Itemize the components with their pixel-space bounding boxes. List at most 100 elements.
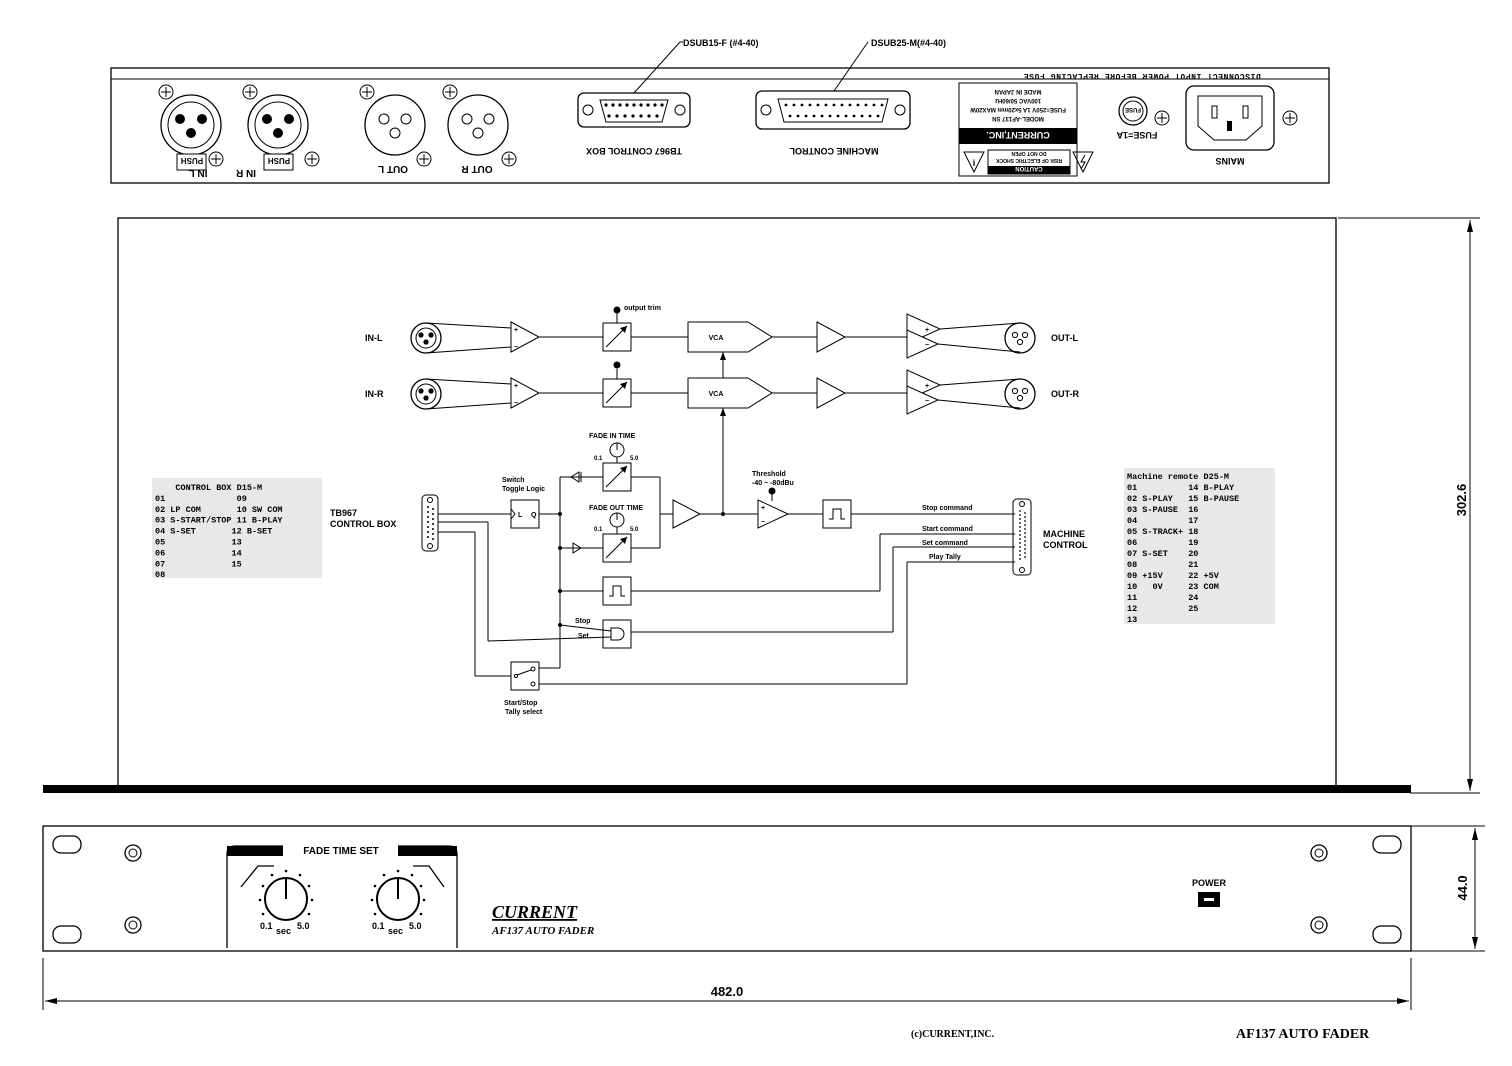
fade-in-pot	[602, 462, 632, 492]
toggle-logic-label: Toggle Logic	[502, 486, 545, 493]
svg-text:302.6: 302.6	[1454, 484, 1469, 517]
fade-out-curve-icon	[413, 865, 445, 888]
tb967-rear-label: TB967 CONTROL BOX	[586, 146, 682, 156]
in-r-input-amp	[510, 377, 541, 409]
fade-out-knob-max: 5.0	[409, 921, 422, 931]
out-r-label: OUT R	[461, 163, 493, 174]
drawing-title: AF137 AUTO FADER	[1236, 1027, 1370, 1042]
svg-text:+: +	[925, 383, 929, 390]
in-r-push-label: PUSH	[268, 156, 290, 165]
svg-text:CURRENT,INC.: CURRENT,INC.	[986, 130, 1050, 140]
copyright-text: (c)CURRENT,INC.	[911, 1029, 995, 1040]
output-trim-label: output trim	[624, 305, 661, 312]
set-gate	[602, 619, 632, 649]
out-l-xlr-symbol	[1004, 322, 1036, 354]
fade-in-knob[interactable]	[264, 877, 308, 921]
pin-table-row: 01 09	[155, 494, 247, 504]
width-dimension: 482.0	[42, 958, 1412, 1010]
svg-text:PUSH: PUSH	[181, 156, 203, 165]
pin-table-row: 08 21	[1127, 560, 1198, 570]
pin-table-row: 09 +15V 22 +5V	[1127, 571, 1220, 581]
tally-select-label-1: Start/Stop	[504, 700, 537, 707]
pin-table-row: 07 S-SET 20	[1127, 549, 1198, 559]
mains-label: MAINS	[1216, 156, 1245, 166]
machine-control-connector-symbol	[1012, 498, 1032, 576]
svg-text:44.0: 44.0	[1455, 875, 1470, 900]
svg-text:L: L	[518, 512, 523, 519]
pin-table-row: 02 S-PLAY 15 B-PAUSE	[1127, 494, 1239, 504]
power-label: POWER	[1192, 878, 1227, 888]
pin-table-row: 04 S-SET 12 B-SET	[155, 527, 272, 537]
fuse-warning-text: DISCONNECT INPUT POWER BEFORE REPLACING …	[1023, 71, 1261, 80]
pin-table-row: 04 17	[1127, 516, 1198, 526]
attention-icon	[963, 151, 985, 174]
out-l-driver-minus	[906, 329, 940, 359]
svg-text:−: −	[514, 344, 518, 351]
fade-in-knob-min: 0.1	[260, 921, 273, 931]
dsub15-callout: DSUB15-F (#4-40)	[683, 38, 759, 48]
height-dimension: 44.0	[1411, 825, 1485, 952]
pin-table-row: 03 S-PAUSE 16	[1127, 505, 1198, 515]
pin-table-row: 07 15	[155, 559, 242, 569]
vca-right	[687, 377, 773, 409]
threshold-range-label: -40 ~ -80dBu	[752, 480, 794, 487]
svg-text:Q: Q	[531, 512, 537, 519]
svg-text:−: −	[925, 342, 929, 349]
svg-text:+: +	[925, 327, 929, 334]
svg-text:5.0: 5.0	[630, 456, 639, 462]
in-l-input-amp	[510, 321, 541, 353]
fade-in-time-label: FADE IN TIME	[589, 433, 636, 440]
tally-select-switch	[510, 661, 540, 691]
xlr-out-r-jack	[442, 84, 517, 167]
fade-out-scale-dots	[370, 869, 426, 916]
svg-text:IN L: IN L	[189, 167, 208, 178]
fade-time-set-label: FADE TIME SET	[303, 846, 379, 857]
fade-out-knob-min: 0.1	[372, 921, 385, 931]
svg-text:100VAC 50/60Hz: 100VAC 50/60Hz	[995, 97, 1041, 103]
svg-text:MACHINE CONTROL: MACHINE CONTROL	[789, 146, 878, 156]
xlr-out-l-jack	[359, 84, 432, 167]
dsub25-callout: DSUB25-M(#4-40)	[871, 38, 946, 48]
fade-integrator-amp	[672, 499, 702, 529]
threshold-comparator	[757, 499, 790, 529]
pin-table-row: 03 S-START/STOP 11 B-PLAY	[155, 516, 283, 526]
out-r-driver-minus	[906, 385, 940, 415]
rack-slot-bl	[52, 925, 82, 944]
svg-text:482.0: 482.0	[711, 984, 744, 999]
pin-table-row: 13	[1127, 615, 1137, 625]
svg-text:PUSH: PUSH	[268, 156, 290, 165]
in-r-output-trim	[602, 378, 632, 408]
front-panel-outline	[42, 825, 1412, 952]
play-tally-label: Play Tally	[929, 554, 961, 561]
svg-text:MADE IN JAPAN: MADE IN JAPAN	[995, 88, 1042, 94]
xlr-in-l-jack	[158, 84, 224, 171]
tally-select-label-2: Tally select	[505, 709, 543, 716]
set-label: Set	[578, 633, 590, 640]
svg-text:−: −	[761, 519, 765, 526]
in-r-label: IN R	[235, 167, 256, 178]
pin-table-row: 06 19	[1127, 538, 1198, 548]
fade-in-knob-unit: sec	[276, 926, 291, 936]
pin-table-row: 01 14 B-PLAY	[1127, 483, 1235, 493]
svg-text:DO NOT OPEN: DO NOT OPEN	[1011, 150, 1046, 156]
threshold-label: Threshold	[752, 471, 786, 478]
fade-out-knob[interactable]	[376, 877, 420, 921]
svg-text:5.0: 5.0	[630, 527, 639, 533]
svg-text:OUT L: OUT L	[378, 163, 408, 174]
set-command-label: Set command	[922, 540, 968, 547]
pin-table-row: 02 LP COM 10 SW COM	[155, 505, 283, 515]
rating-label: CURRENT,INC. MODEL-AF137 SN FUSE=250V 1A…	[958, 82, 1094, 177]
machine-control-rear-label: MACHINE CONTROL	[789, 146, 878, 156]
machine-label-2: CONTROL	[1043, 540, 1088, 550]
machine-label-1: MACHINE	[1043, 529, 1085, 539]
out-r-label: OUT-R	[1051, 389, 1079, 399]
pin-table-row: CONTROL BOX D15-M	[155, 483, 262, 493]
iec-mains-inlet	[1185, 85, 1298, 151]
pin-table-row: 12 25	[1127, 604, 1198, 614]
in-l-output-trim	[602, 322, 632, 352]
svg-text:OUT R: OUT R	[461, 163, 493, 174]
fuse-value-label: FUSE=1A	[1116, 130, 1157, 140]
pin-table-row: 05 S-TRACK+ 18	[1127, 527, 1198, 537]
